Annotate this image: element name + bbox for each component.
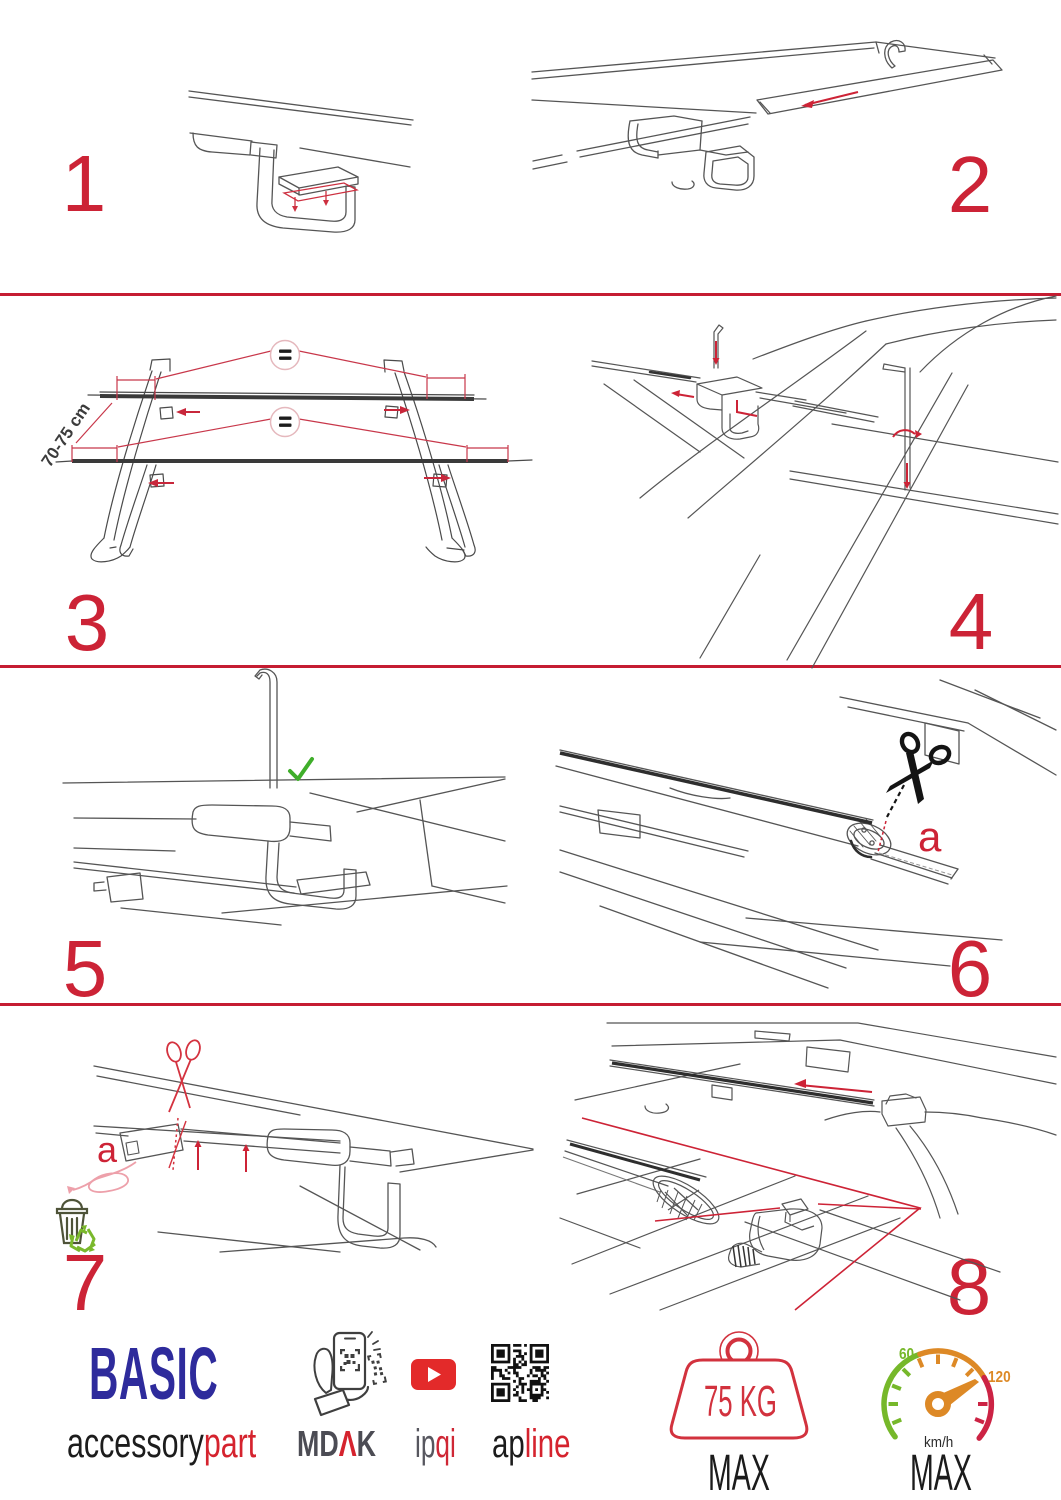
svg-text:km/h: km/h — [924, 1434, 953, 1451]
svg-text:a: a — [918, 813, 942, 860]
svg-text:75 KG: 75 KG — [704, 1376, 777, 1426]
svg-text:apline: apline — [492, 1422, 570, 1466]
svg-text:MAX: MAX — [910, 1444, 972, 1500]
svg-text:MAX: MAX — [708, 1444, 770, 1500]
svg-text:BASIC: BASIC — [89, 1332, 218, 1415]
svg-text:MDΛK: MDΛK — [297, 1423, 376, 1464]
svg-text:7: 7 — [63, 1238, 108, 1327]
svg-text:4: 4 — [949, 577, 994, 666]
svg-text:60: 60 — [899, 1346, 914, 1363]
svg-text:accessorypart: accessorypart — [67, 1419, 256, 1466]
svg-text:1: 1 — [62, 139, 107, 228]
svg-text:a: a — [97, 1129, 118, 1170]
svg-text:3: 3 — [65, 578, 110, 667]
svg-text:120: 120 — [988, 1369, 1011, 1386]
svg-text:2: 2 — [948, 140, 993, 229]
svg-text:ipqi: ipqi — [415, 1422, 456, 1467]
svg-text:5: 5 — [63, 924, 108, 1013]
